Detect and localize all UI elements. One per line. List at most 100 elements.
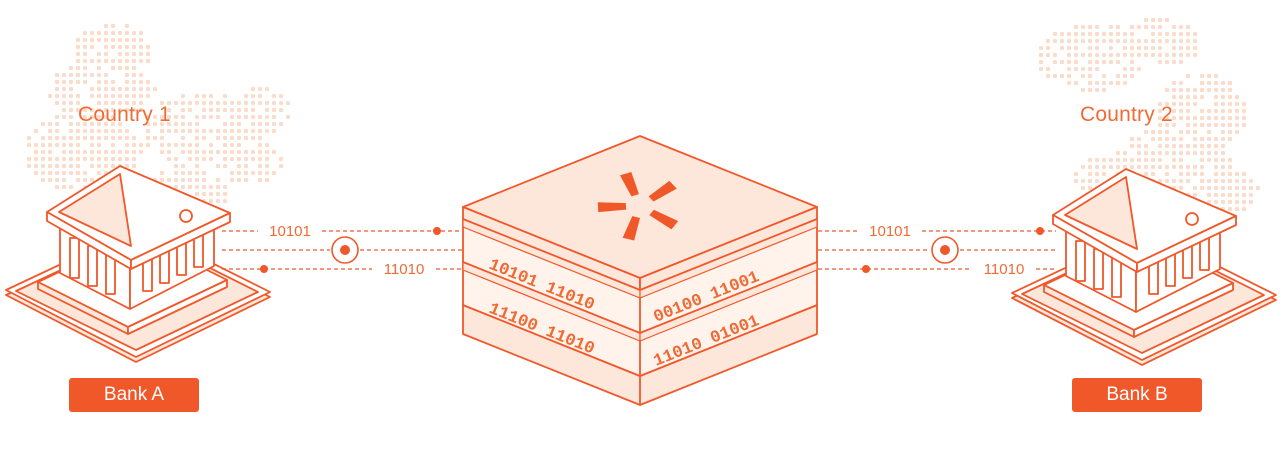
map-dot <box>1165 102 1169 106</box>
map-dot <box>1193 172 1197 176</box>
map-dot <box>1207 116 1211 120</box>
map-dot <box>1039 46 1043 50</box>
map-dot <box>188 101 192 105</box>
map-dot <box>265 108 269 112</box>
map-dot <box>48 157 52 161</box>
map-dot <box>1249 200 1253 204</box>
map-dot <box>1109 53 1113 57</box>
map-dot <box>83 31 87 35</box>
map-dot <box>1207 88 1211 92</box>
map-dot <box>139 59 143 63</box>
map-dot <box>1158 39 1162 43</box>
map-dot <box>195 143 199 147</box>
map-dot <box>97 59 101 63</box>
map-dot <box>1179 88 1183 92</box>
map-dot <box>1137 144 1141 148</box>
map-dot <box>286 115 290 119</box>
map-dot <box>1207 193 1211 197</box>
map-dot <box>1242 109 1246 113</box>
map-dot <box>181 94 185 98</box>
map-dot <box>1088 25 1092 29</box>
map-dot <box>83 73 87 77</box>
map-dot <box>1228 165 1232 169</box>
map-dot <box>1221 172 1225 176</box>
map-dot <box>146 129 150 133</box>
map-dot <box>195 150 199 154</box>
map-dot <box>1123 158 1127 162</box>
map-dot <box>202 185 206 189</box>
map-dot <box>209 94 213 98</box>
map-dot <box>76 164 80 168</box>
map-dot <box>1060 74 1064 78</box>
map-dot <box>1165 116 1169 120</box>
map-dot <box>272 108 276 112</box>
map-dot <box>279 157 283 161</box>
map-dot <box>62 87 66 91</box>
map-dot <box>90 38 94 42</box>
map-dot <box>1130 67 1134 71</box>
map-dot <box>1123 74 1127 78</box>
map-dot <box>1249 179 1253 183</box>
map-dot <box>90 157 94 161</box>
map-dot <box>1095 88 1099 92</box>
right-connection-markers <box>862 227 1044 273</box>
map-dot <box>27 157 31 161</box>
map-dot <box>34 171 38 175</box>
map-dot <box>188 150 192 154</box>
map-dot <box>1123 53 1127 57</box>
map-dot <box>1158 109 1162 113</box>
map-dot <box>1102 88 1106 92</box>
map-dot <box>258 122 262 126</box>
map-dot <box>230 157 234 161</box>
map-dot <box>62 164 66 168</box>
map-dot <box>34 164 38 168</box>
map-dot <box>167 115 171 119</box>
map-dot <box>146 80 150 84</box>
map-dot <box>1088 158 1092 162</box>
map-dot <box>1151 32 1155 36</box>
map-dot <box>83 66 87 70</box>
map-dot <box>132 38 136 42</box>
map-dot <box>1200 88 1204 92</box>
map-dot <box>118 108 122 112</box>
map-dot <box>62 101 66 105</box>
map-dot <box>104 94 108 98</box>
map-dot <box>1067 39 1071 43</box>
map-dot <box>181 164 185 168</box>
map-dot <box>55 73 59 77</box>
map-dot <box>111 45 115 49</box>
map-dot <box>1221 179 1225 183</box>
map-dot <box>1165 165 1169 169</box>
map-dot <box>1179 60 1183 64</box>
map-dot <box>188 185 192 189</box>
map-dot <box>202 178 206 182</box>
map-dot <box>230 115 234 119</box>
map-dot <box>90 129 94 133</box>
map-dot <box>1151 39 1155 43</box>
map-dot <box>1151 137 1155 141</box>
map-dot <box>1088 60 1092 64</box>
map-dot <box>1095 60 1099 64</box>
left-connection-markers <box>260 227 441 273</box>
map-dot <box>111 31 115 35</box>
map-dot <box>76 129 80 133</box>
map-dot <box>1221 144 1225 148</box>
map-dot <box>1235 130 1239 134</box>
map-dot <box>167 143 171 147</box>
map-dot <box>132 150 136 154</box>
map-dot <box>1242 179 1246 183</box>
map-dot <box>132 136 136 140</box>
map-dot <box>195 185 199 189</box>
map-dot <box>139 31 143 35</box>
map-dot <box>1228 158 1232 162</box>
map-dot <box>1123 46 1127 50</box>
map-dot <box>90 122 94 126</box>
map-dot <box>1221 151 1225 155</box>
map-dot <box>1193 193 1197 197</box>
map-dot <box>1207 179 1211 183</box>
map-dot <box>202 192 206 196</box>
map-dot <box>1123 67 1127 71</box>
map-dot <box>223 108 227 112</box>
map-dot <box>265 129 269 133</box>
map-dot <box>1165 137 1169 141</box>
